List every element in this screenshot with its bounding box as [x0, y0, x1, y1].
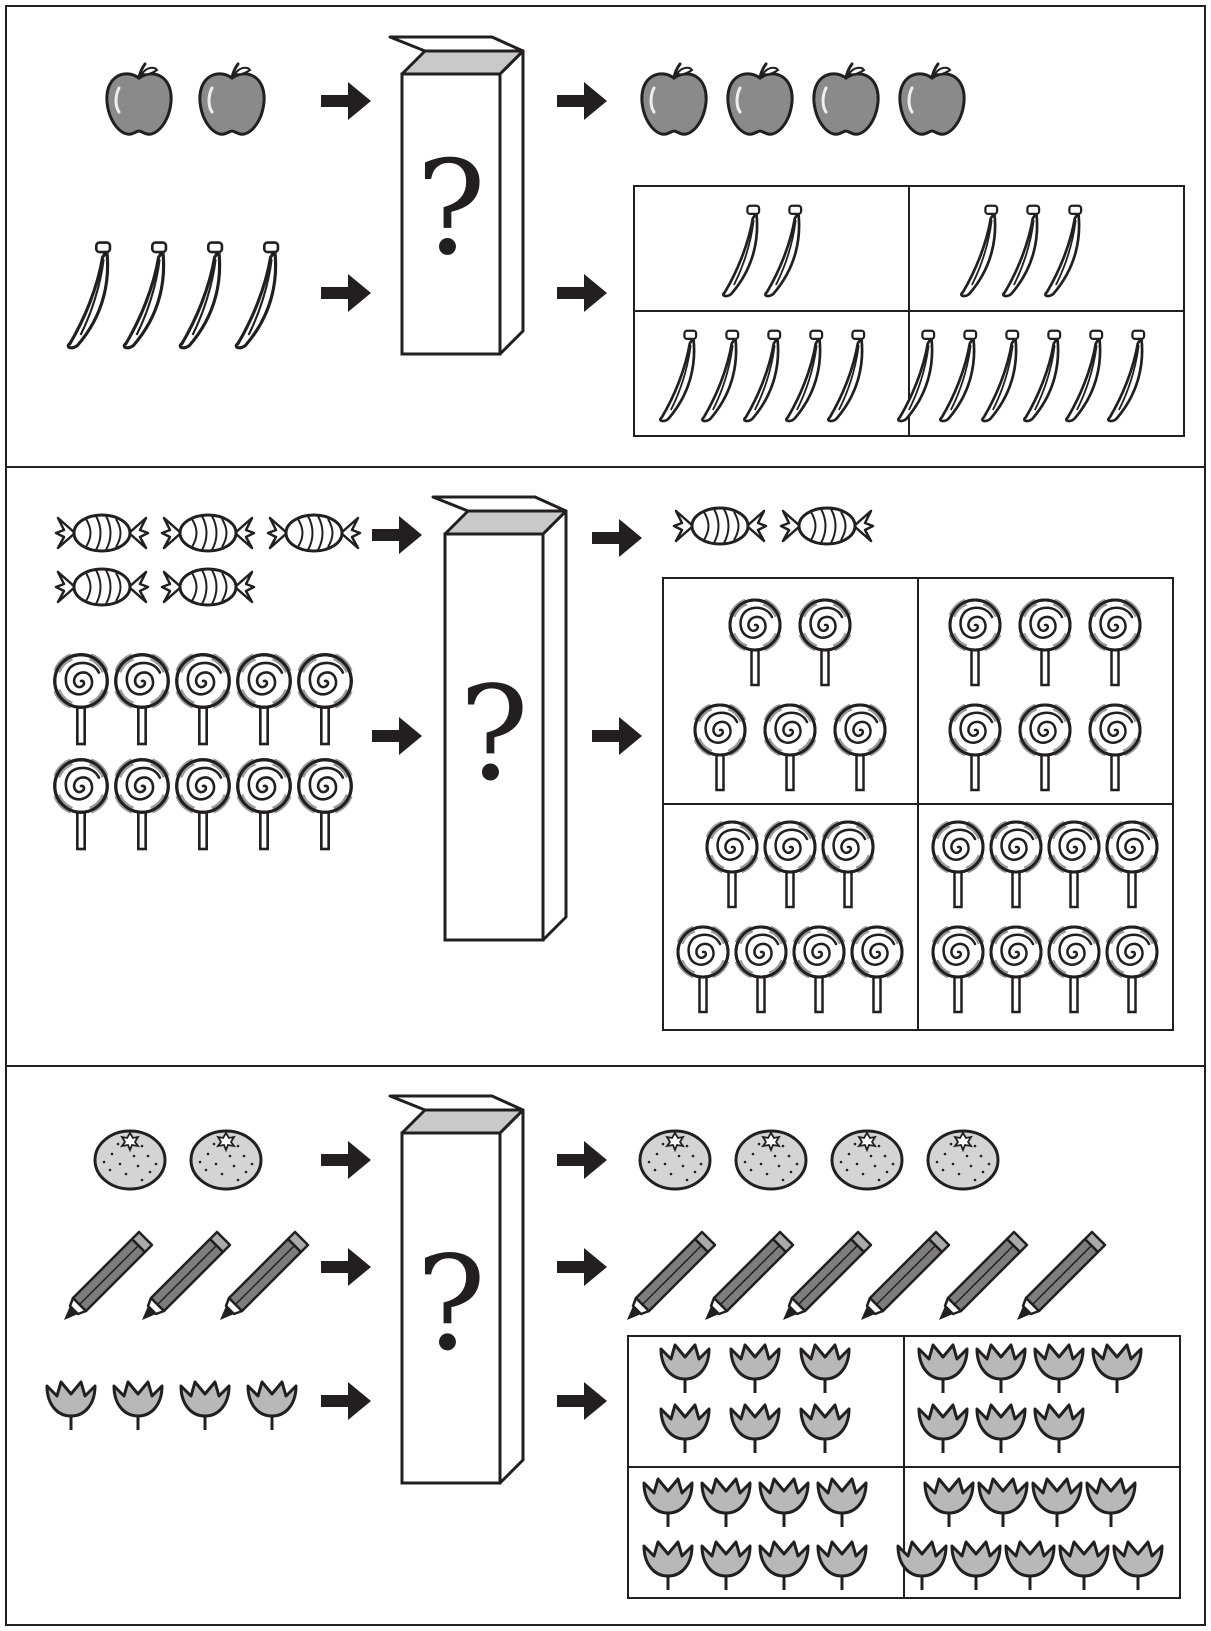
banana-icon — [122, 241, 168, 350]
arrow-icon — [372, 717, 422, 755]
tulip-icon — [45, 1380, 97, 1432]
lollipop-icon — [116, 655, 169, 744]
pencil-icon — [140, 1230, 232, 1322]
lollipop-icon — [177, 655, 230, 744]
arrow-icon — [321, 274, 371, 312]
mystery-box: ? — [388, 35, 525, 356]
pencil-icon — [62, 1230, 154, 1322]
lollipop-icon — [177, 760, 230, 849]
pencil-icon — [625, 1230, 717, 1322]
banana-icon — [178, 241, 224, 350]
arrow-icon — [592, 717, 642, 755]
orange-icon — [926, 1129, 1000, 1191]
apple-icon — [726, 62, 794, 136]
candy-icon — [266, 513, 362, 553]
banana-icon — [234, 241, 280, 350]
answer-grids[interactable] — [627, 185, 1185, 1599]
candy-icon — [672, 506, 768, 546]
lollipop-icon — [238, 760, 291, 849]
answer-grid[interactable] — [662, 577, 1174, 1031]
arrow-icon — [321, 1141, 371, 1179]
orange-icon — [830, 1129, 904, 1191]
lollipop-icon — [116, 760, 169, 849]
answer-grid[interactable] — [627, 1335, 1181, 1599]
apple-icon — [198, 62, 266, 136]
answer-grid[interactable] — [633, 185, 1185, 437]
orange-icon — [93, 1129, 167, 1191]
lollipop-icon — [238, 655, 291, 744]
candy-icon — [54, 567, 150, 607]
candy-icon — [160, 567, 256, 607]
candy-icon — [160, 513, 256, 553]
lollipop-icon — [299, 760, 352, 849]
pencil-icon — [781, 1230, 873, 1322]
arrow-icon — [557, 1382, 607, 1420]
candy-icon — [54, 513, 150, 553]
mystery-boxes: ??? — [388, 35, 568, 1485]
apple-icon — [105, 62, 173, 136]
tulip-icon — [112, 1380, 164, 1432]
sheet-border — [5, 5, 1206, 1626]
banana-icon — [66, 241, 112, 350]
arrow-icon — [557, 1248, 607, 1286]
orange-icon — [638, 1129, 712, 1191]
pencil-icon — [859, 1230, 951, 1322]
arrow-icon — [372, 516, 422, 554]
orange-icon — [734, 1129, 808, 1191]
lollipop-icon — [299, 655, 352, 744]
apple-icon — [640, 62, 708, 136]
arrow-icon — [557, 274, 607, 312]
mystery-box: ? — [388, 1094, 525, 1485]
arrow-icon — [557, 82, 607, 120]
panel-frames — [5, 5, 1206, 1626]
candy-icon — [779, 506, 875, 546]
arrow-icon — [592, 519, 642, 557]
apple-icon — [898, 62, 966, 136]
tulip-icon — [179, 1380, 231, 1432]
pencil-icon — [703, 1230, 795, 1322]
question-mark: ? — [416, 132, 486, 284]
arrow-icon — [557, 1141, 607, 1179]
arrow-icon — [321, 1382, 371, 1420]
orange-icon — [189, 1129, 263, 1191]
mystery-box: ? — [431, 495, 568, 942]
lollipop-icon — [55, 655, 108, 744]
pencil-icon — [937, 1230, 1029, 1322]
arrow-icon — [321, 1248, 371, 1286]
question-mark: ? — [459, 658, 529, 810]
pencil-icon — [218, 1230, 310, 1322]
arrow-icon — [321, 82, 371, 120]
apple-icon — [812, 62, 880, 136]
tulip-icon — [246, 1380, 298, 1432]
question-mark: ? — [416, 1228, 486, 1380]
pencil-icon — [1015, 1230, 1107, 1322]
lollipop-icon — [55, 760, 108, 849]
